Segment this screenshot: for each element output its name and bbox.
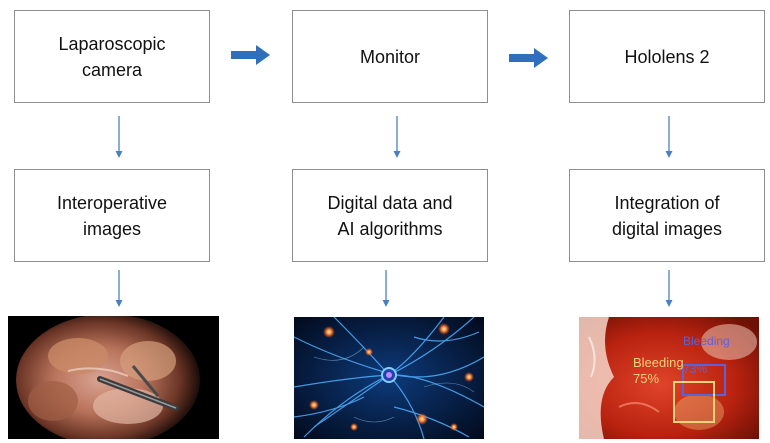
box-hololens: Hololens 2 bbox=[569, 10, 765, 103]
thick-arrow-monitor-to-hololens bbox=[509, 48, 548, 68]
bleeding-label-yellow-text: Bleeding bbox=[633, 355, 684, 370]
thick-arrow-camera-to-monitor bbox=[231, 45, 270, 65]
box-laparoscopic-camera: Laparoscopic camera bbox=[14, 10, 210, 103]
box-digital-data: Digital data and AI algorithms bbox=[292, 169, 488, 262]
thin-arrow-down-1 bbox=[115, 116, 123, 158]
bleeding-label-blue: Bleeding 73% bbox=[683, 320, 730, 376]
box-integration: Integration of digital images bbox=[569, 169, 765, 262]
thin-arrow-down-3 bbox=[665, 116, 673, 158]
thin-arrow-down-5 bbox=[382, 270, 390, 307]
thin-arrow-down-6 bbox=[665, 270, 673, 307]
bleeding-box-blue bbox=[682, 364, 726, 396]
bleeding-box-yellow bbox=[673, 381, 715, 423]
thin-arrow-down-4 bbox=[115, 270, 123, 307]
laparoscopic-image bbox=[8, 316, 219, 439]
thin-arrow-down-2 bbox=[393, 116, 401, 158]
box-monitor: Monitor bbox=[292, 10, 488, 103]
box-interoperative-images: Interoperative images bbox=[14, 169, 210, 262]
bleeding-label-blue-text: Bleeding bbox=[683, 334, 730, 348]
bleeding-label-yellow: Bleeding 75% bbox=[633, 355, 684, 387]
bleeding-value-blue: 73% bbox=[683, 362, 708, 376]
integration-image: Bleeding 73% Bleeding 75% bbox=[579, 317, 759, 439]
bleeding-value-yellow: 75% bbox=[633, 371, 660, 386]
neural-network-image bbox=[294, 317, 484, 439]
